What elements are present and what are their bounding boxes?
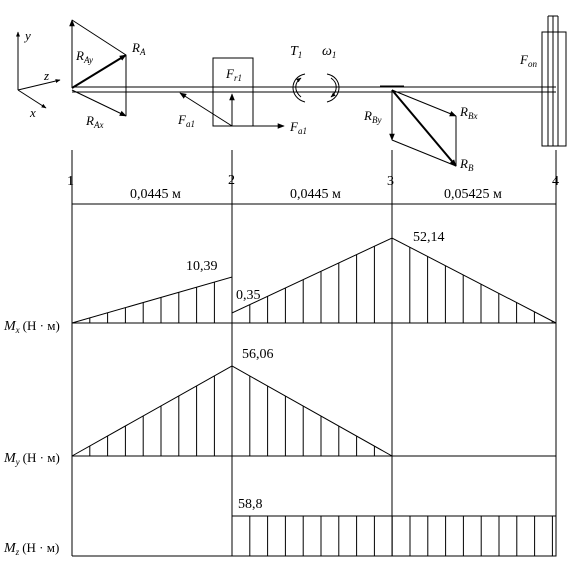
y-axis-label: y (23, 28, 31, 43)
mz-outline (231, 515, 557, 557)
mx-outline (71, 237, 557, 324)
mx-hatching (89, 246, 553, 323)
mx-diagram: Mx(Н · м) 10,39 0,35 52,14 (3, 230, 557, 335)
coupling: Fоп (519, 15, 567, 147)
point-2-label: 2 (228, 173, 235, 188)
ra-parallelogram-top (71, 19, 127, 56)
support-a-forces: RAy RA RAx (69, 19, 146, 130)
omega-arc-right (326, 73, 340, 103)
point-1-label: 1 (67, 174, 74, 189)
fr1-label: Fr1 (225, 66, 242, 83)
omega-arc-right-inner (330, 77, 337, 98)
span-1-label: 0,0445 м (130, 187, 181, 202)
rby-label: RBy (363, 108, 381, 125)
t1-label: T1 (290, 44, 302, 60)
shaft (72, 86, 556, 93)
fa1-left-force-arrow (179, 92, 233, 127)
mz-diagram: Mz(Н · м) 58,8 (3, 497, 557, 557)
mx-axis-label: Mx(Н · м) (3, 318, 60, 335)
mx-value-10-39: 10,39 (186, 259, 218, 274)
x-axis-arrow (17, 89, 47, 109)
rb-label: RB (459, 156, 474, 173)
mx-value-0-35: 0,35 (236, 288, 261, 303)
rbx-label: RBx (459, 104, 477, 121)
rax-label: RAx (85, 113, 103, 130)
rb-parallelogram-bottom (391, 139, 457, 167)
rb-force-arrow (391, 89, 457, 167)
coupling-body (541, 31, 567, 147)
mx-value-52-14: 52,14 (413, 230, 445, 245)
fop-label: Fоп (519, 52, 537, 69)
ray-label: RAy (75, 48, 93, 65)
my-diagram: My(Н · м) 56,06 (3, 347, 556, 467)
mz-value-58-8: 58,8 (238, 497, 263, 512)
fa1-right-label: Fa1 (289, 119, 307, 136)
z-axis-label: z (43, 68, 49, 83)
span-labels: 0,0445 м 0,0445 м 0,05425 м (130, 187, 502, 202)
rax-force-arrow (71, 89, 127, 117)
support-b-forces: RBy RBx RB (363, 85, 477, 173)
coordinate-axes: y z x (16, 28, 61, 120)
section-lines (71, 150, 557, 556)
point-3-label: 3 (387, 174, 394, 189)
torque-arc-left (292, 73, 306, 103)
span-2-label: 0,0445 м (290, 187, 341, 202)
my-axis-label: My(Н · м) (3, 450, 60, 467)
point-4-label: 4 (552, 174, 559, 189)
ra-force-line (71, 54, 127, 89)
x-axis-label: x (29, 105, 36, 120)
torque-symbols: T1 ω1 (290, 44, 340, 103)
my-value-56-06: 56,06 (242, 347, 274, 362)
ra-label: RA (131, 40, 146, 57)
rbx-force-arrow (391, 89, 457, 117)
point-labels: 1 2 3 4 (67, 173, 559, 189)
z-axis-arrow (17, 79, 61, 91)
my-hatching (89, 375, 375, 456)
fa1-left-label: Fa1 (177, 112, 195, 129)
mz-hatching (249, 516, 553, 556)
omega1-label: ω1 (322, 44, 336, 60)
torque-arc-left-inner (295, 77, 302, 98)
gear-forces: Fr1 Fa1 Fa1 (177, 57, 307, 136)
mz-axis-label: Mz(Н · м) (3, 540, 59, 557)
span-3-label: 0,05425 м (444, 187, 502, 202)
